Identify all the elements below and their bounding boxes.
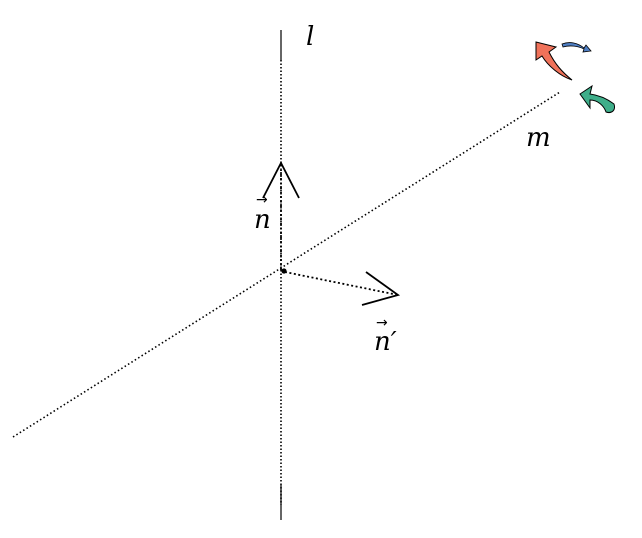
label-m: m (526, 123, 551, 153)
label-n-prime: n′ (374, 327, 397, 357)
intersection-point (281, 268, 287, 274)
rotate-arrows-icon[interactable] (535, 41, 615, 113)
line-m (12, 91, 561, 438)
label-n-prime-arrow: → (376, 315, 388, 331)
rotate-green-arrow (579, 84, 615, 113)
rotate-red-arrow (535, 41, 573, 81)
label-n: n (254, 205, 271, 235)
rotate-blue-arrow (561, 42, 592, 53)
vector-n-prime (284, 271, 401, 306)
label-n-arrow: → (256, 192, 268, 208)
label-l: l (306, 22, 314, 52)
vector-n (262, 161, 300, 270)
